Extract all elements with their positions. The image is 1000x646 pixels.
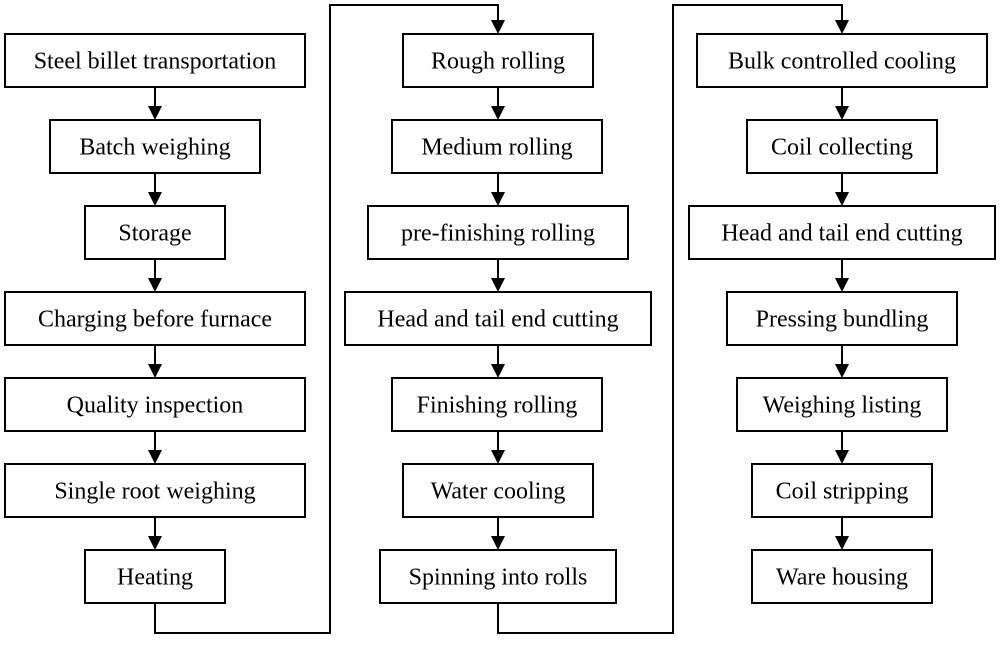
step-box: [344, 291, 652, 346]
step-box: [84, 549, 226, 604]
step-label: Batch weighing: [79, 135, 230, 161]
arrow-head: [148, 450, 162, 464]
step-label: Heating: [117, 565, 193, 591]
arrow-head: [835, 536, 849, 550]
step-box: [696, 33, 988, 88]
column-1: Steel billet transportation Batch weighi…: [4, 33, 306, 604]
arrow-head: [148, 364, 162, 378]
arrow-head: [148, 278, 162, 292]
step-label: Charging before furnace: [38, 307, 272, 333]
step-label: Quality inspection: [67, 393, 244, 419]
arrow-head: [491, 450, 505, 464]
step-box: [402, 463, 594, 518]
step-label: Bulk controlled cooling: [728, 49, 956, 75]
step-box: [726, 291, 958, 346]
step-label: Coil stripping: [776, 479, 909, 505]
step-box: [4, 463, 306, 518]
step-box: [736, 377, 948, 432]
step-box: [4, 291, 306, 346]
step-label: Head and tail end cutting: [377, 307, 618, 333]
step-label: Pressing bundling: [756, 307, 929, 333]
step-box: [391, 377, 603, 432]
step-box: [391, 119, 603, 174]
step-box: [746, 119, 938, 174]
arrow-head: [491, 536, 505, 550]
arrow-head: [148, 192, 162, 206]
step-label: Steel billet transportation: [34, 49, 277, 75]
step-box: [751, 549, 933, 604]
step-label: Finishing rolling: [417, 393, 578, 419]
step-box: [4, 377, 306, 432]
step-label: Single root weighing: [54, 479, 255, 505]
arrow-head: [835, 278, 849, 292]
step-box: [379, 549, 617, 604]
step-label: Ware housing: [776, 565, 908, 591]
arrow-head: [491, 278, 505, 292]
step-box: [367, 205, 629, 260]
arrow-head: [835, 192, 849, 206]
column-3: Bulk controlled cooling Coil collecting …: [688, 33, 996, 604]
step-box: [49, 119, 261, 174]
column-connector: [154, 4, 499, 634]
step-box: [4, 33, 306, 88]
step-box: [402, 33, 594, 88]
step-label: Coil collecting: [771, 135, 913, 161]
arrow-head: [835, 450, 849, 464]
column-connector: [497, 4, 843, 634]
step-label: Storage: [118, 221, 191, 247]
column-2: Rough rolling Medium rolling pre-finishi…: [344, 33, 652, 604]
step-label: Water cooling: [431, 479, 566, 505]
arrow-head: [491, 192, 505, 206]
step-box: [688, 205, 996, 260]
step-box: [751, 463, 933, 518]
connector-layer: [148, 4, 849, 634]
arrow-head: [148, 536, 162, 550]
arrow-head: [835, 106, 849, 120]
step-label: Spinning into rolls: [409, 565, 588, 591]
step-label: Medium rolling: [421, 135, 572, 161]
arrow-head: [148, 106, 162, 120]
step-label: Head and tail end cutting: [721, 221, 962, 247]
arrow-head: [491, 20, 505, 34]
arrow-head: [491, 106, 505, 120]
arrow-head: [491, 364, 505, 378]
step-label: pre-finishing rolling: [401, 221, 595, 247]
step-label: Weighing listing: [763, 393, 922, 419]
step-box: [84, 205, 226, 260]
step-label: Rough rolling: [431, 49, 565, 75]
arrow-head: [835, 364, 849, 378]
arrow-head: [835, 20, 849, 34]
step-layer: Steel billet transportation Batch weighi…: [4, 33, 996, 604]
